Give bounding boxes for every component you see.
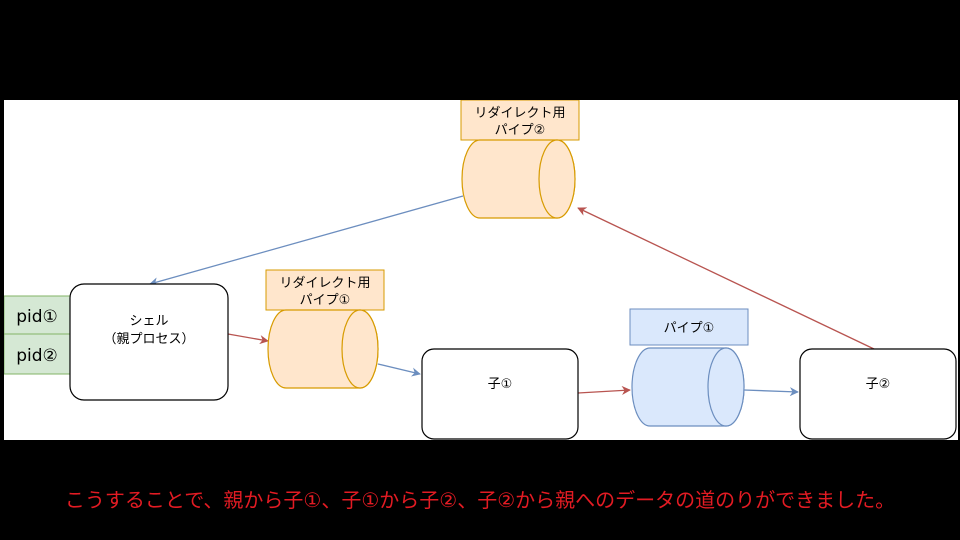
- child1-label: 子①: [488, 377, 513, 392]
- redirect-pipe1-label-line2: パイプ①: [300, 293, 351, 308]
- pipe1-label-box: [629, 308, 749, 346]
- child1-box: [421, 348, 579, 440]
- child1-node: 子①: [421, 348, 579, 440]
- redirect-pipe2-label-box: [460, 100, 580, 141]
- arrow-pipe2-to-shell: [149, 195, 464, 287]
- arrow-shell-to-pipe1: [227, 333, 269, 345]
- redirect-pipe1-cylinder-end: [341, 309, 379, 389]
- shell-label-line1: シェル: [129, 314, 168, 329]
- pipe1-cylinder-end: [707, 347, 745, 427]
- arrow-child1-to-pipe1: [577, 385, 631, 396]
- child2-node: 子②: [799, 348, 957, 440]
- redirect-pipe2-cylinder-end: [538, 139, 576, 219]
- diagram-canvas: リダイレクト用 パイプ② pid① pid② シェル （親プロセス） リダイレク…: [4, 100, 958, 440]
- redirect-pipe1-label-line1: リダイレクト用: [279, 276, 370, 291]
- pid-list: pid① pid②: [4, 295, 71, 375]
- redirect-pipe2-label-line2: パイプ②: [495, 123, 546, 138]
- pid2-label: pid②: [16, 346, 58, 366]
- redirect-pipe1: リダイレクト用 パイプ①: [265, 269, 385, 389]
- shell-label-line2: （親プロセス）: [103, 332, 194, 347]
- arrow-pipe1-to-child2: [743, 387, 799, 397]
- pipe1: パイプ①: [629, 308, 749, 427]
- flow-diagram: リダイレクト用 パイプ② pid① pid② シェル （親プロセス） リダイレク…: [4, 100, 957, 440]
- slide-caption: こうすることで、親から子①、子①から子②、子②から親へのデータの道のりができまし…: [64, 488, 896, 512]
- redirect-pipe2: リダイレクト用 パイプ②: [460, 100, 580, 219]
- pipe1-label: パイプ①: [664, 321, 715, 336]
- child2-label: 子②: [866, 377, 891, 392]
- shell-node: シェル （親プロセス）: [69, 283, 229, 401]
- redirect-pipe1-label-box: [265, 269, 385, 311]
- arrow-redirect-pipe1-to-child1: [377, 363, 421, 377]
- arrow-child2-to-pipe2: [577, 207, 875, 350]
- pid2-box: [4, 333, 71, 375]
- child2-box: [799, 348, 957, 440]
- pid1-label: pid①: [16, 307, 58, 327]
- redirect-pipe2-label-line1: リダイレクト用: [474, 106, 565, 121]
- shell-box: [69, 283, 229, 401]
